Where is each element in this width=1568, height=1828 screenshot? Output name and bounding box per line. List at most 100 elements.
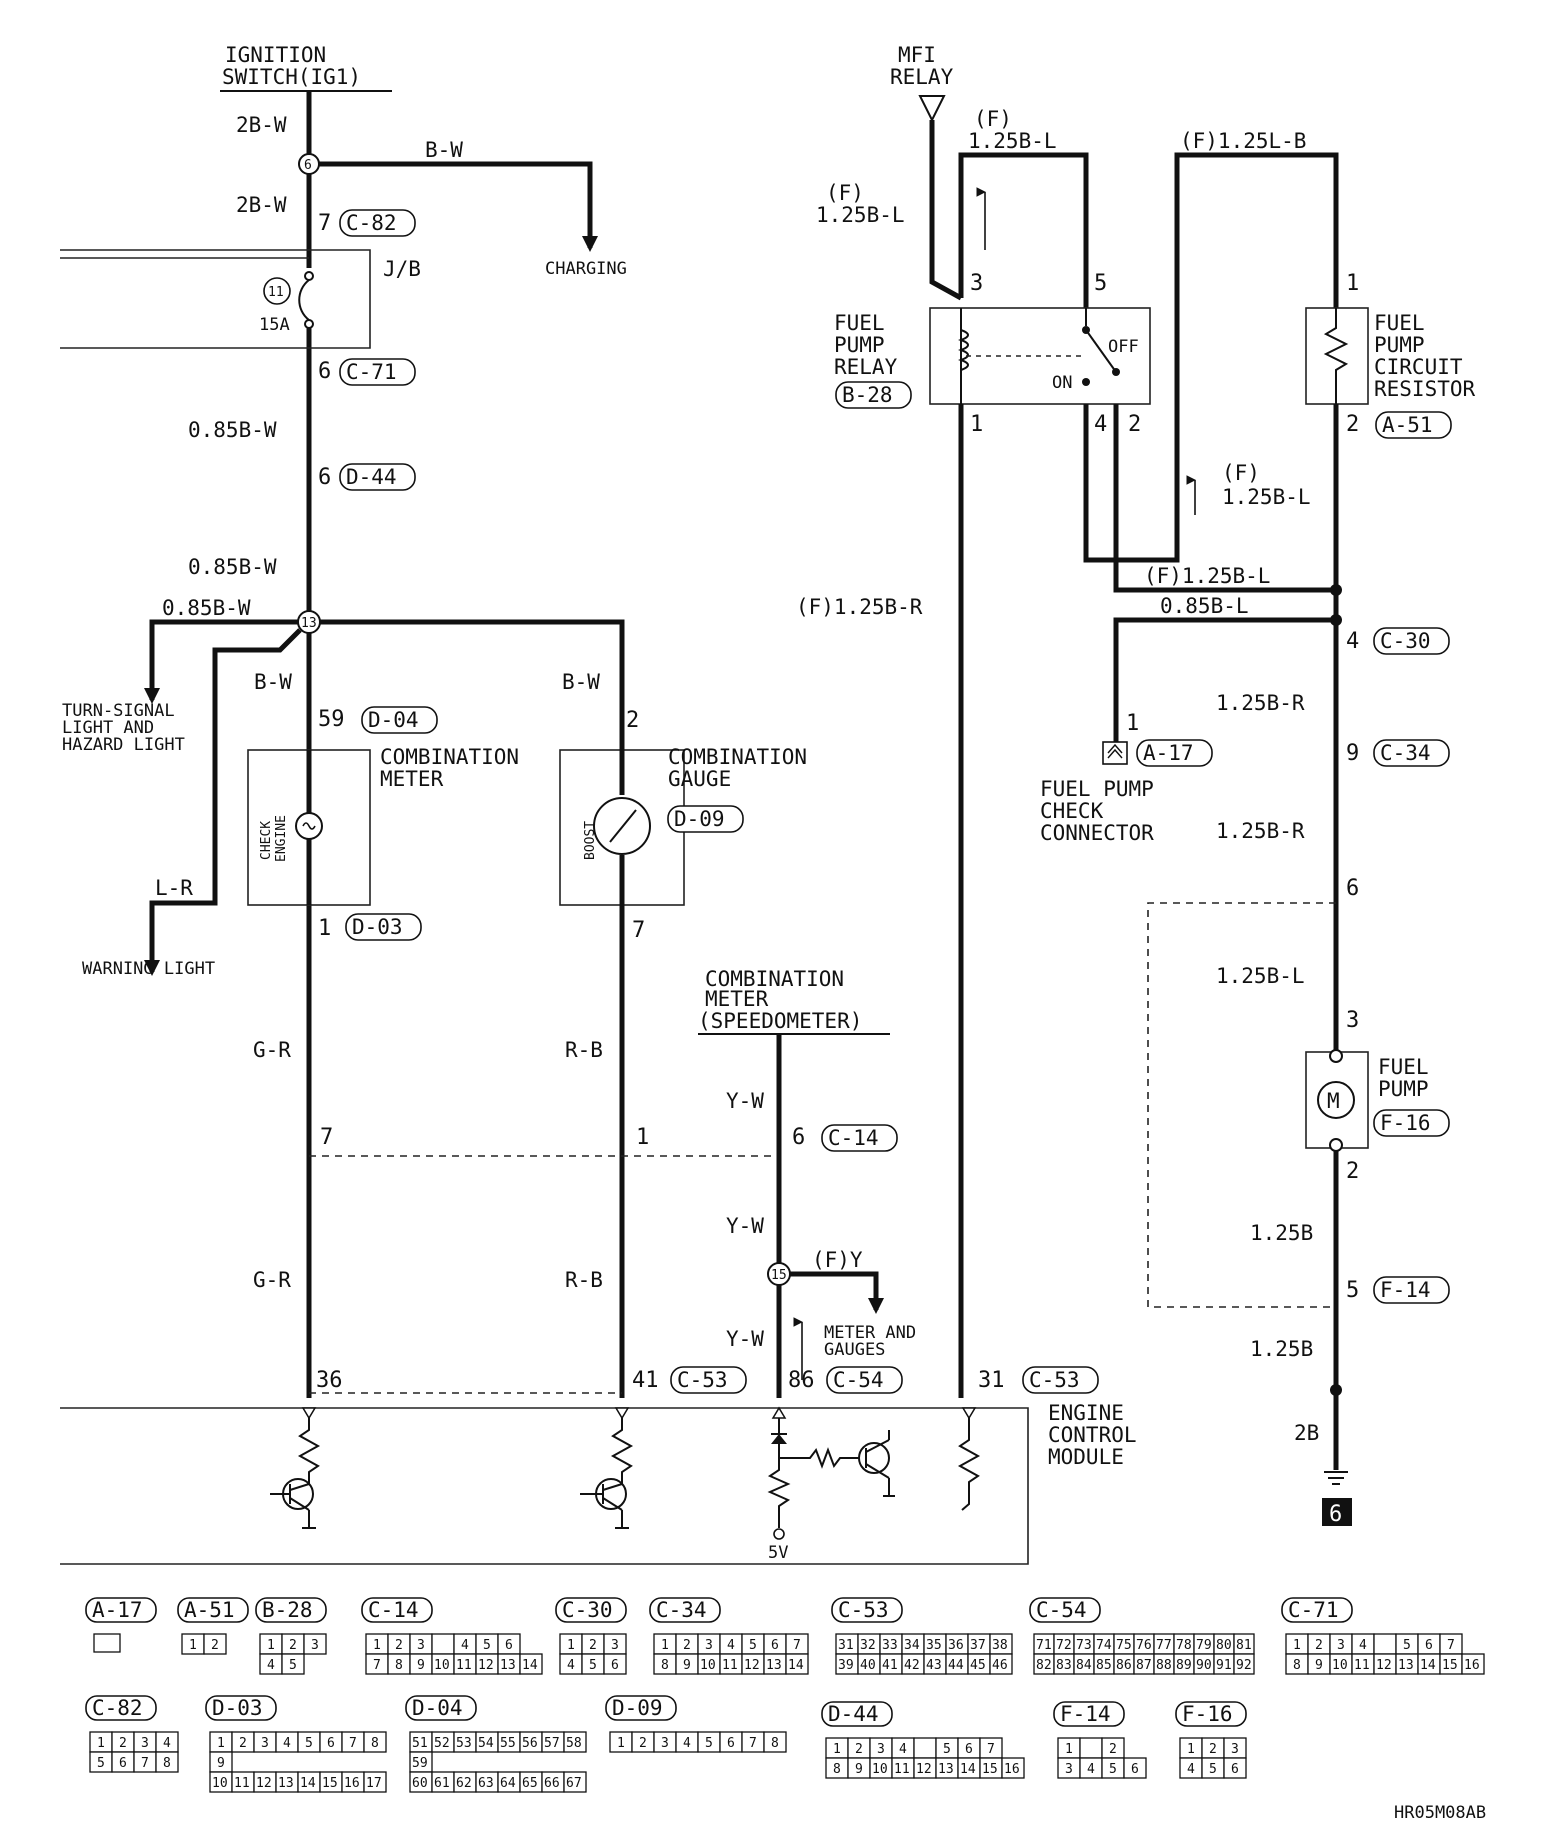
wire-label-f-b: (F) [974, 107, 1012, 131]
connector-tag-b28[interactable] [835, 381, 912, 409]
connector-tag-d04[interactable] [361, 706, 438, 734]
pin-2-relay: 2 [1128, 412, 1141, 437]
legend-cell-d-44 [1001, 1757, 1025, 1779]
wire-label-gr-b: G-R [253, 1268, 291, 1292]
legend-pin-c-34: 9 [683, 1658, 691, 1673]
legend-pin-d-04: 62 [456, 1776, 472, 1791]
connector-tag-c34[interactable] [1373, 739, 1450, 767]
pin-6-c34: 6 [1346, 876, 1359, 901]
wire-label-rb-a: R-B [565, 1038, 603, 1062]
legend-cell-d-44 [913, 1737, 937, 1759]
legend-pin-c-53: 32 [860, 1638, 876, 1653]
legend-tag-a-51 [177, 1597, 249, 1623]
legend-pin-d-44: 10 [872, 1762, 888, 1777]
wire-combination-gauge [320, 619, 625, 735]
legend-pin-d-03: 10 [212, 1776, 228, 1791]
legend-pin-c-34: 14 [788, 1658, 804, 1673]
connector-tag-d03[interactable] [345, 913, 422, 941]
jb-label: J/B [383, 257, 421, 281]
legend-pin-c-54: 72 [1056, 1638, 1072, 1653]
legend-pin-c-54: 73 [1076, 1638, 1092, 1653]
legend-pin-c-14: 2 [395, 1638, 403, 1653]
legend-pin-c-82: 7 [141, 1756, 149, 1771]
connector-tag-b28-text: B-28 [842, 383, 893, 407]
connector-tag-d44[interactable] [339, 463, 416, 491]
legend-cell-d-03 [363, 1771, 387, 1793]
cms-label-3: (SPEEDOMETER) [698, 1009, 862, 1033]
fpcr-label-1: FUEL [1374, 311, 1425, 335]
pin-1-resistor: 1 [1346, 271, 1359, 296]
legend-cell-c-53 [989, 1653, 1013, 1675]
legend-pin-d-44: 7 [987, 1742, 995, 1757]
legend-pin-c-82: 3 [141, 1736, 149, 1751]
fpc-label-1: FUEL PUMP [1040, 777, 1154, 801]
splice-point-1 [1330, 584, 1342, 596]
legend-pin-c-53: 36 [948, 1638, 964, 1653]
legend-name-d-44: D-44 [828, 1702, 879, 1726]
connector-tag-c54[interactable] [826, 1366, 903, 1394]
legend-pin-c-71: 3 [1337, 1638, 1345, 1653]
connector-tag-c71[interactable] [339, 358, 416, 386]
ecm-box [60, 1407, 1029, 1565]
connector-tag-f16[interactable] [1373, 1109, 1450, 1137]
legend-cell-a-51 [203, 1633, 227, 1655]
connector-tag-a17[interactable] [1136, 739, 1213, 767]
legend-pin-f-16: 5 [1209, 1762, 1217, 1777]
legend-pin-c-71: 12 [1376, 1658, 1392, 1673]
legend-cell-f-14 [1123, 1757, 1147, 1779]
legend-name-f-14: F-14 [1060, 1702, 1111, 1726]
connector-tag-c53-a[interactable] [670, 1366, 747, 1394]
connector-tag-f14[interactable] [1373, 1276, 1450, 1304]
connector-tag-c53-b[interactable] [1022, 1366, 1099, 1394]
connector-tag-c14[interactable] [821, 1124, 898, 1152]
wire-label-085bl: 0.85B-L [1160, 594, 1249, 618]
legend-tag-c-30 [555, 1597, 627, 1623]
connector-tag-c30[interactable] [1373, 627, 1450, 655]
lamp-filament [302, 822, 316, 830]
legend-pin-c-34: 12 [744, 1658, 760, 1673]
legend-pin-d-04: 56 [522, 1736, 538, 1751]
legend-pin-c-14: 9 [417, 1658, 425, 1673]
legend-cell-c-54 [1233, 1653, 1255, 1675]
legend-pin-d-03: 13 [278, 1776, 294, 1791]
fuel-tank-dashed-boundary [1147, 902, 1336, 1308]
fpcr-label-3: CIRCUIT [1374, 355, 1463, 379]
legend-tag-c-34 [649, 1597, 721, 1623]
fpc-label-3: CONNECTOR [1040, 821, 1154, 845]
legend-pin-c-54: 81 [1236, 1638, 1252, 1653]
connector-tag-c30-text: C-30 [1380, 629, 1431, 653]
legend-tag-a-17 [85, 1597, 157, 1623]
legend-pin-c-34: 1 [661, 1638, 669, 1653]
pump-terminal-bottom [1329, 1138, 1343, 1152]
legend-pin-d-03: 1 [217, 1736, 225, 1751]
legend-pin-c-34: 7 [793, 1638, 801, 1653]
legend-pin-d-04: 55 [500, 1736, 516, 1751]
ground-number-badge [1322, 1498, 1352, 1526]
legend-tag-c-14 [361, 1597, 433, 1623]
supply-5v: 5V [768, 1543, 788, 1563]
legend-pin-f-16: 6 [1231, 1762, 1239, 1777]
legend-pin-c-53: 38 [992, 1638, 1008, 1653]
legend-cell-d-03 [363, 1731, 387, 1753]
legend-pin-d-04: 59 [412, 1756, 428, 1771]
legend-pin-d-03: 3 [261, 1736, 269, 1751]
relay-coil-icon [958, 329, 969, 371]
legend-pin-f-14: 3 [1065, 1762, 1073, 1777]
legend-pin-c-14: 1 [373, 1638, 381, 1653]
connector-tag-c82[interactable] [339, 209, 416, 237]
legend-name-d-03: D-03 [212, 1696, 263, 1720]
meter-label-2: GAUGES [824, 1340, 885, 1360]
ground-icon [1324, 1471, 1348, 1485]
pin-31: 31 [978, 1368, 1005, 1393]
wire-label-yw-a: Y-W [726, 1089, 764, 1113]
legend-pin-c-14: 12 [478, 1658, 494, 1673]
connector-tag-d09[interactable] [667, 805, 744, 833]
legend-pin-d-04: 57 [544, 1736, 560, 1751]
wire-label-085bw-a: 0.85B-W [188, 418, 277, 442]
turn-signal-arrow [144, 688, 160, 704]
connector-tag-a51[interactable] [1375, 411, 1452, 439]
legend-pin-c-14: 4 [461, 1638, 469, 1653]
legend-pin-d-03: 8 [371, 1736, 379, 1751]
legend-pin-d-44: 12 [916, 1762, 932, 1777]
legend-pin-d-44: 4 [899, 1742, 907, 1757]
